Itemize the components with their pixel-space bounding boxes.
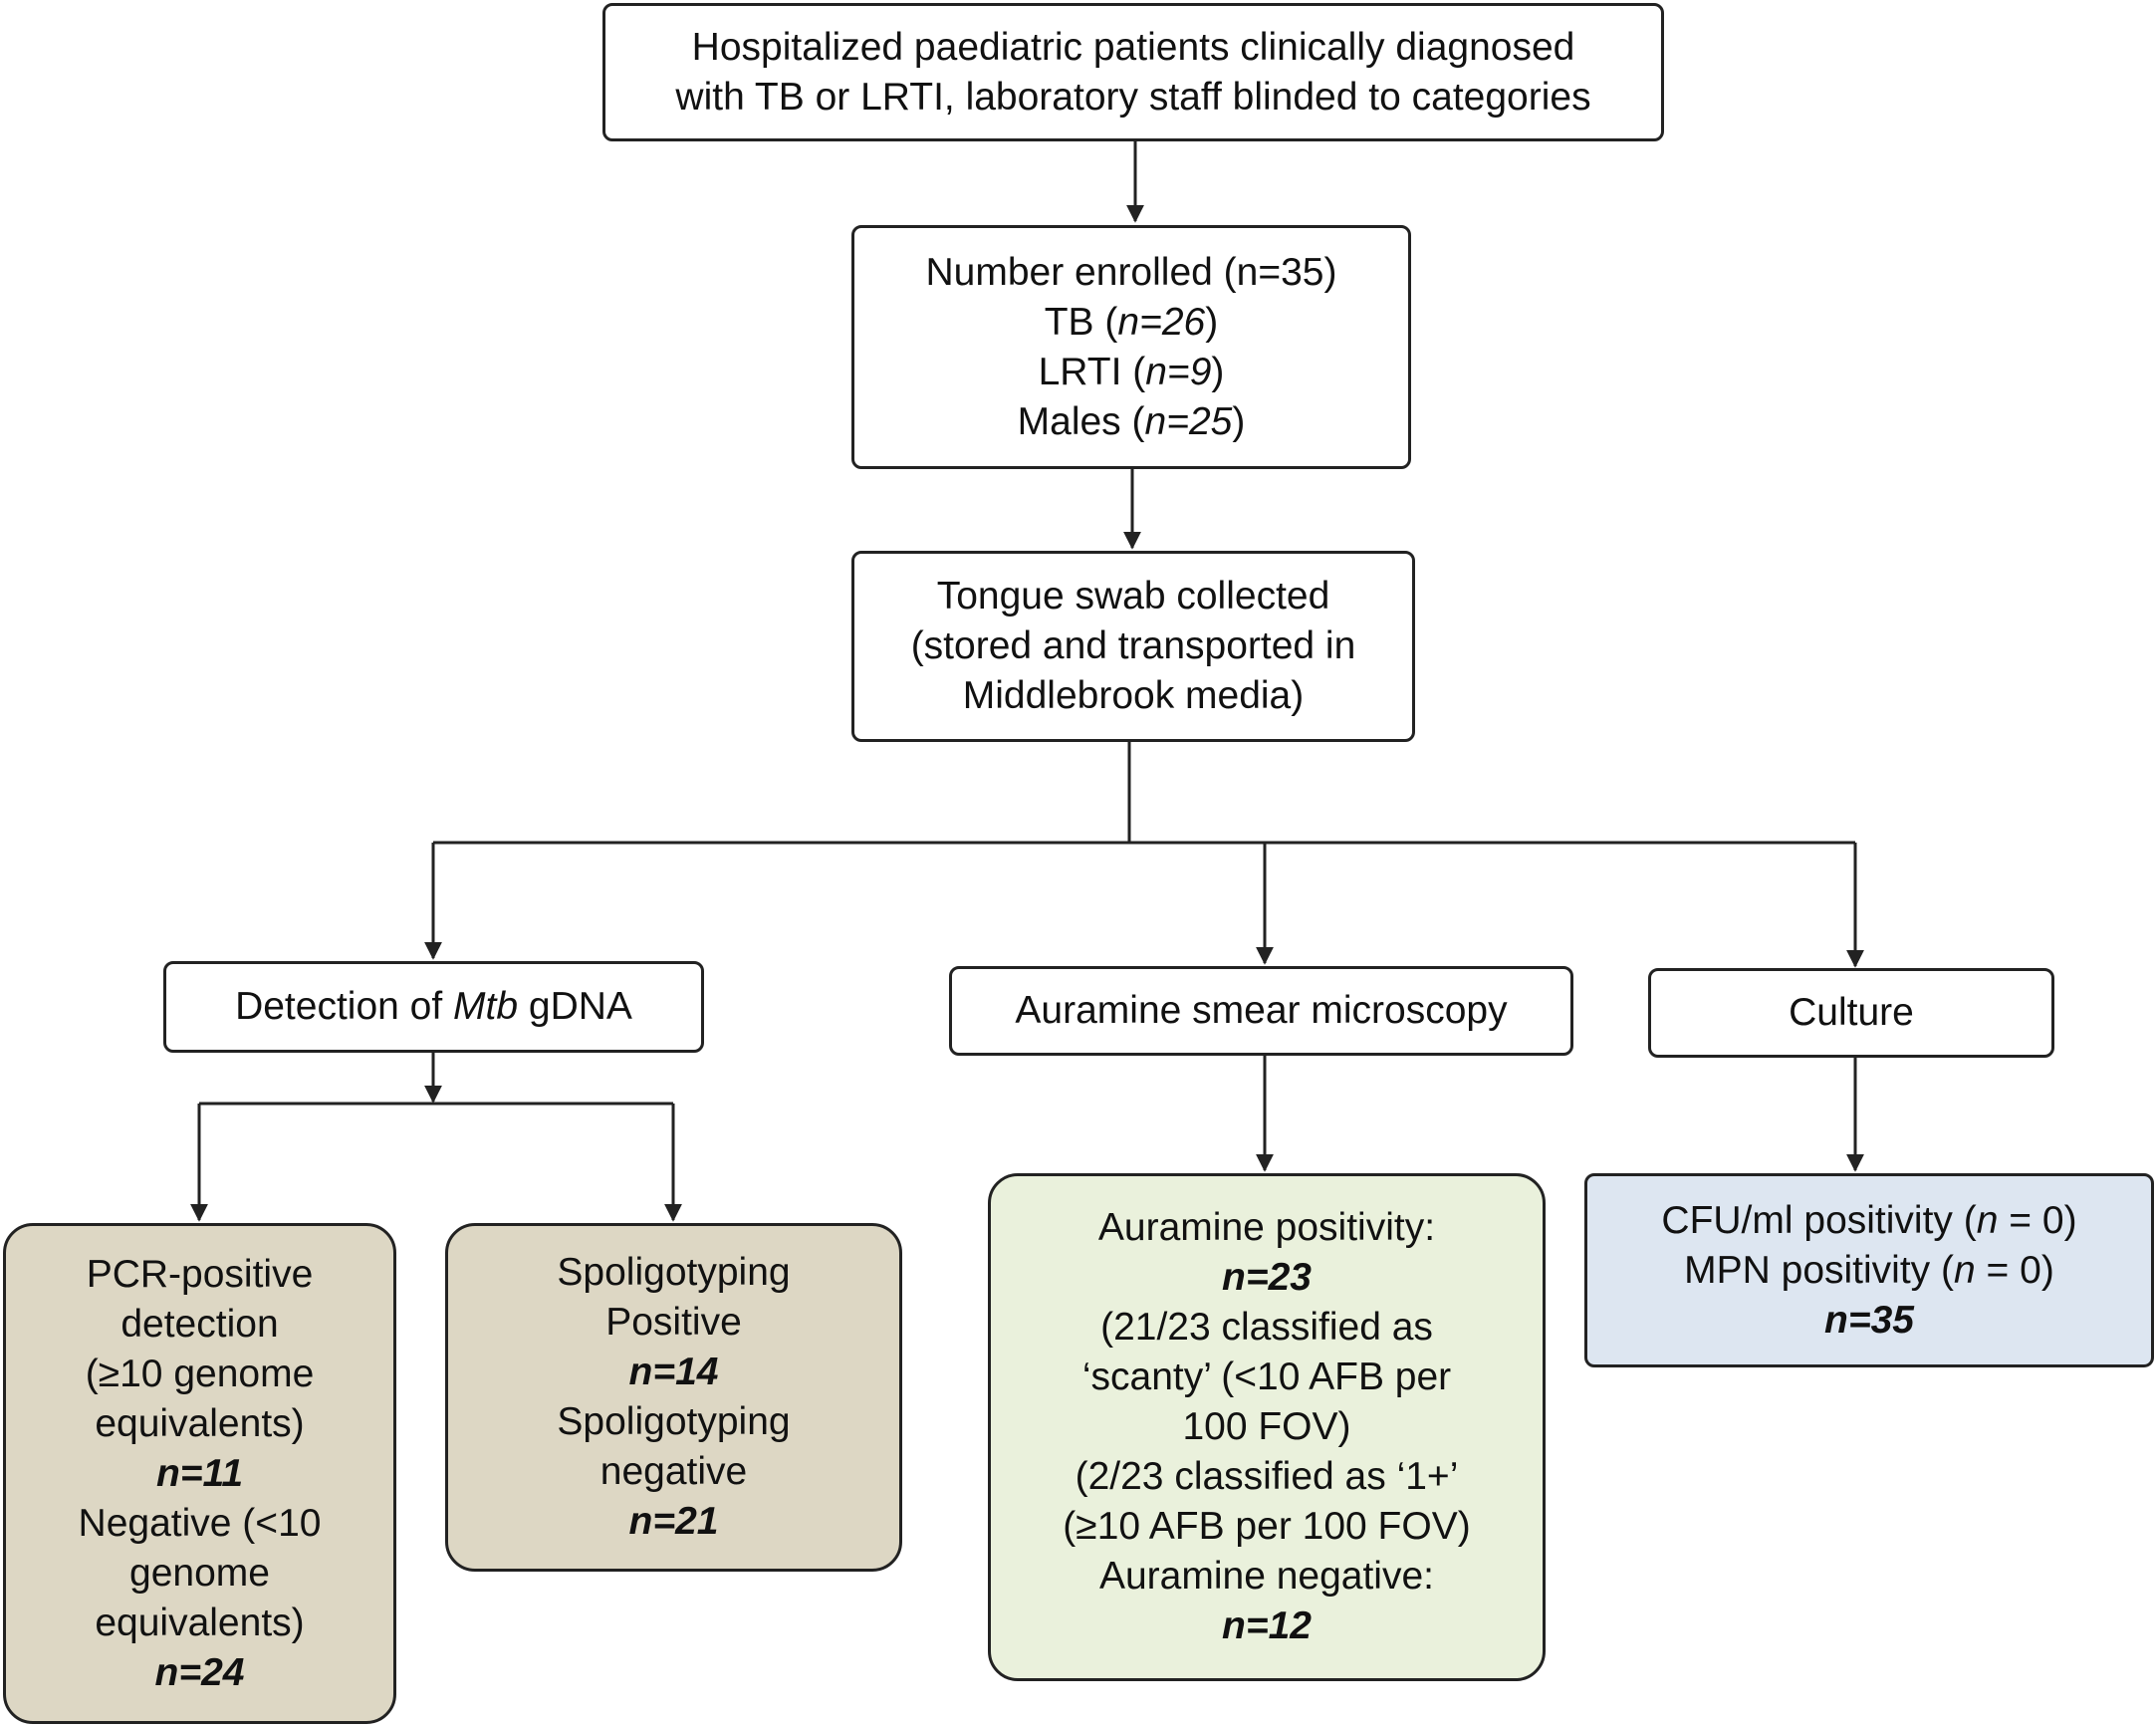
box-detection-mtb: Detection of Mtb gDNA	[163, 961, 704, 1053]
box-auramine-results: Auramine positivity: n=23 (21/23 classif…	[988, 1173, 1546, 1681]
enrolled-tb: TB (n=26)	[1044, 300, 1219, 344]
spoligo-line-2: Positive	[605, 1301, 742, 1344]
pcr-line-7: equivalents)	[95, 1601, 305, 1644]
pcr-line-4: equivalents)	[95, 1401, 305, 1445]
pcr-line-5: Negative (<10	[78, 1501, 322, 1545]
auramine-line-5: (2/23 classified as ‘1+’	[1075, 1455, 1459, 1498]
box-tongue-swab: Tongue swab collected (stored and transp…	[851, 551, 1415, 742]
detection-label: Detection of Mtb gDNA	[235, 985, 632, 1028]
auramine-line-7: Auramine negative:	[1098, 1555, 1435, 1598]
pcr-line-2: detection	[120, 1302, 279, 1346]
spoligo-line-3: Spoligotyping	[557, 1400, 791, 1443]
pcr-line-1: PCR-positive	[86, 1252, 314, 1296]
box-pcr-results: PCR-positive detection (≥10 genome equiv…	[3, 1223, 396, 1724]
culture-mpn: MPN positivity (n = 0)	[1684, 1248, 2054, 1292]
enrolled-lrti: LRTI (n=9)	[1038, 350, 1225, 393]
auramine-line-4: 100 FOV)	[1182, 1405, 1351, 1448]
pcr-line-3: (≥10 genome	[85, 1352, 315, 1395]
box-culture-header: Culture	[1648, 968, 2054, 1058]
pcr-positive-count: n=11	[155, 1451, 244, 1495]
pcr-negative-count: n=24	[154, 1650, 245, 1694]
spoligo-negative-count: n=21	[628, 1500, 719, 1543]
culture-total-count: n=35	[1824, 1298, 1914, 1342]
box-enrolled: Number enrolled (n=35) TB (n=26) LRTI (n…	[851, 225, 1411, 469]
spoligo-line-1: Spoligotyping	[557, 1251, 791, 1294]
culture-header-label: Culture	[1789, 991, 1914, 1034]
enrolled-males: Males (n=25)	[1017, 399, 1246, 443]
spoligo-line-4: negative	[599, 1450, 748, 1493]
culture-cfu: CFU/ml positivity (n = 0)	[1661, 1198, 2077, 1242]
auramine-line-6: (≥10 AFB per 100 FOV)	[1063, 1505, 1471, 1548]
auramine-positive-count: n=23	[1222, 1256, 1312, 1299]
spoligo-positive-count: n=14	[628, 1351, 719, 1393]
auramine-line-2: (21/23 classified as	[1100, 1306, 1433, 1349]
swab-line-1: Tongue swab collected	[936, 575, 1330, 617]
box-auramine-header: Auramine smear microscopy	[949, 966, 1573, 1056]
swab-line-3: Middlebrook media)	[962, 674, 1305, 717]
auramine-header-label: Auramine smear microscopy	[1015, 989, 1508, 1032]
box-spoligotyping-results: Spoligotyping Positive n=14 Spoligotypin…	[445, 1223, 902, 1572]
auramine-line-3: ‘scanty’ (<10 AFB per	[1081, 1356, 1452, 1398]
population-line-2: with TB or LRTI, laboratory staff blinde…	[675, 75, 1591, 119]
box-culture-results: CFU/ml positivity (n = 0) MPN positivity…	[1584, 1173, 2154, 1367]
box-population: Hospitalized paediatric patients clinica…	[602, 3, 1664, 141]
pcr-line-6: genome	[129, 1551, 270, 1595]
enrolled-title: Number enrolled (n=35)	[925, 250, 1337, 294]
swab-line-2: (stored and transported in	[910, 624, 1356, 667]
auramine-line-1: Auramine positivity:	[1097, 1206, 1436, 1249]
auramine-negative-count: n=12	[1222, 1604, 1312, 1647]
population-line-1: Hospitalized paediatric patients clinica…	[691, 25, 1575, 69]
